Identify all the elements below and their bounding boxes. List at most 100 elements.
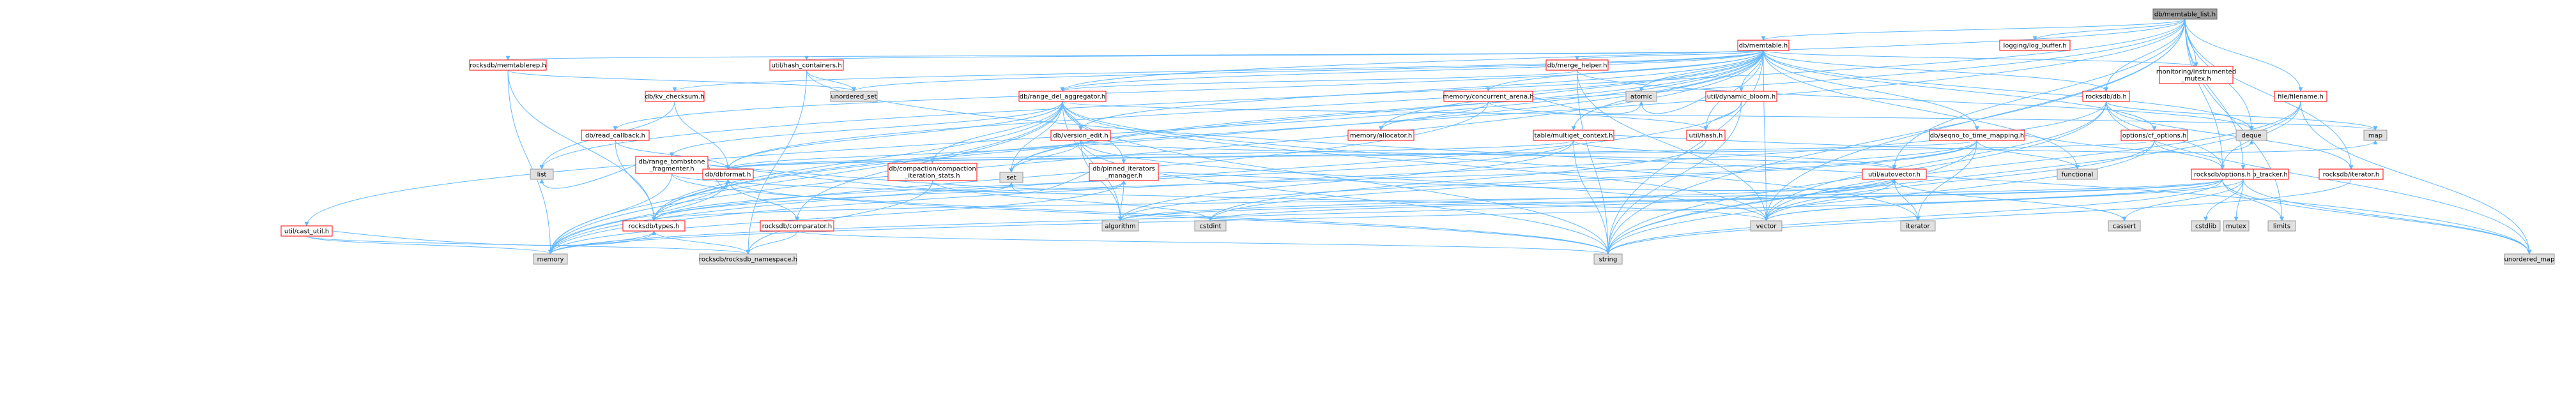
edge-memtablerep-to-rocksdbtypes [507,70,656,221]
edge-memtable_h-to-atomic [1639,50,1764,92]
node-dynbloom[interactable]: util/dynamic_bloom.h [1705,91,1777,102]
edge-root-to-limits [2184,19,2284,221]
edge-cfoptions-to-rocksdboptions [2154,140,2225,170]
node-dbformat[interactable]: db/dbformat.h [702,168,754,180]
edge-hashcont-to-unordered_map [806,70,2532,255]
edge-rocksdb_db-to-string [1606,101,2106,255]
node-box [2363,130,2388,141]
edge-dynbloom-to-atomic [1639,96,1706,114]
edge-rangetomb-to-string [671,173,1611,255]
node-kvchecksum[interactable]: db/kv_checksum.h [645,91,705,102]
node-compstats[interactable]: db/compaction/compaction_iteration_stats… [887,163,977,181]
edge-pinned-to-memory [548,180,1124,255]
edge-root-to-rocksdbiter [2184,19,2354,170]
node-label: db/memtable_list.h [2154,11,2216,19]
edge-memtable_h-to-unordered_set [852,50,1764,92]
edge-memtable_h-to-versionedit [1078,50,1764,131]
node-root[interactable]: db/memtable_list.h [2152,8,2218,20]
edge-memtable_h-to-functional [1763,50,2080,170]
node-box [2223,220,2250,232]
edge-cfoptions-to-vector [1764,140,2155,221]
node-rangetomb[interactable]: db/range_tombstone_fragmenter.h [635,156,709,174]
node-utilhash[interactable]: util/hash.h [1686,130,1726,141]
node-label: atomic [1630,94,1652,101]
node-memarena[interactable]: memory/concurrent_arena.h [1443,91,1534,102]
edge-root-to-filename [2184,19,2303,92]
edge-rangetomb-to-set [707,165,1014,191]
node-label: db/seqno_to_time_mapping.h [1930,133,2024,140]
edge-rangedel-to-map [1062,101,2377,131]
node-memalloc[interactable]: memory/allocator.h [1347,130,1414,141]
edge-readcb-to-rocksdbtypes [615,140,656,221]
node-rocksdbiter[interactable]: rocksdb/iterator.h [2319,168,2384,180]
node-box [533,253,568,265]
node-label: db/version_edit.h [1053,133,1108,140]
edge-tablemulti-to-utilautovec [1573,140,1897,170]
node-rocksdb-db[interactable]: rocksdb/db.h [2082,91,2130,102]
node-label: file/filename.h [2278,94,2324,101]
node-readcb[interactable]: db/read_callback.h [581,130,650,141]
node-box [2108,220,2141,232]
node-label: db/read_callback.h [585,133,645,140]
node-limits: limits [2267,220,2296,232]
node-filename[interactable]: file/filename.h [2274,91,2327,102]
node-rocksdbcmp[interactable]: rocksdb/comparator.h [760,220,834,232]
node-seqnotime[interactable]: db/seqno_to_time_mapping.h [1929,130,2025,141]
node-memtable-h[interactable]: db/memtable.h [1737,40,1790,51]
node-cstdint: cstdint [1194,220,1227,232]
edge-dbformat-to-rocksdbcmp [728,179,799,221]
node-versionedit[interactable]: db/version_edit.h [1050,130,1111,141]
edge-cfoptions-to-dbformat [726,140,2155,170]
node-cfoptions[interactable]: options/cf_options.h [2120,130,2188,141]
node-box [1862,168,1927,180]
edge-mergehelper-to-deque [1577,70,2254,131]
edge-logswpt-to-cstdlib [2204,179,2244,221]
edge-root-to-vector [1764,19,2186,221]
node-label: table/multiget_context.h [1535,133,1613,140]
edge-rocksdboptions-to-memory [548,179,2223,255]
edge-rangedel-to-algorithm [1062,101,1123,221]
node-castutil[interactable]: util/cast_util.h [280,225,333,237]
edge-rocksdbcmp-to-ns [746,230,797,255]
edge-mergehelper-to-rangedel [1060,70,1577,92]
edge-logswpt-to-cassert [2122,179,2244,221]
node-rocksdbtypes[interactable]: rocksdb/types.h [622,220,686,232]
node-pinned[interactable]: db/pinned_iterators_manager.h [1089,163,1159,181]
node-logbuf[interactable]: logging/log_buffer.h [1999,40,2071,51]
edge-seqnotime-to-functional [1977,140,2080,170]
node-deque: deque [2235,130,2267,141]
edge-root-to-rangedel [1060,19,2186,92]
node-rocksdboptions[interactable]: rocksdb/options.h [2191,168,2254,180]
edge-rocksdb_db-to-map [2106,101,2378,131]
node-utilautovec[interactable]: util/autovector.h [1862,168,1927,180]
node-label: rocksdb/rocksdb_namespace.h [699,257,797,264]
node-box [635,156,709,174]
node-hashcont[interactable]: util/hash_containers.h [769,59,844,71]
node-memtablerep[interactable]: rocksdb/memtablerep.h [469,59,547,71]
edge-rangedel-to-dbformat [726,101,1063,170]
edge-seqnotime-to-string [1606,140,1977,255]
node-tablemulti[interactable]: table/multiget_context.h [1533,130,1614,141]
edge-tablemulti-to-map [1613,135,2378,153]
node-label: rocksdb/comparator.h [762,223,832,230]
node-box [645,91,705,102]
edge-rangetomb-to-memory [548,173,672,255]
edge-memtable_h-to-memalloc [1379,50,1764,131]
node-box [1347,130,1414,141]
node-mergehelper[interactable]: db/merge_helper.h [1545,59,1609,71]
node-box [581,130,650,141]
edge-hashcont-to-unordered_set [806,70,856,92]
node-map: map [2363,130,2388,141]
node-label: db/compaction/compaction_iteration_stats… [889,166,976,180]
node-rangedel[interactable]: db/range_del_aggregator.h [1018,91,1107,102]
node-label: functional [2062,172,2094,179]
graph-nodes: db/memtable_list.h db/memtable.h logging/l… [280,8,2555,265]
node-label: db/kv_checksum.h [645,94,705,101]
node-monmutex[interactable]: monitoring/instrumented_mutex.h [2156,66,2236,84]
node-label: limits [2273,223,2290,230]
edge-memtable_h-to-mergehelper [1575,50,1764,61]
node-label: options/cf_options.h [2122,133,2187,140]
edge-seqnotime-to-dbformat [726,140,1977,170]
edge-logswpt-to-unordered_map [2242,179,2532,255]
